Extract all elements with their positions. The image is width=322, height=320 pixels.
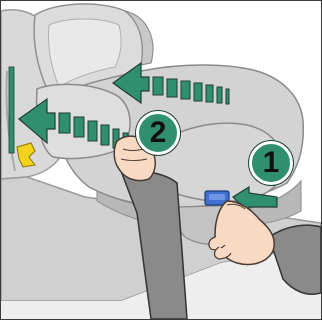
upper-push-arrow — [111, 61, 230, 105]
step-2-badge: 2 — [136, 111, 180, 155]
step-1-badge: 1 — [249, 141, 293, 185]
right-arm — [208, 200, 321, 295]
yellow-isofix-connector-icon — [16, 142, 36, 168]
isofix-rail — [8, 66, 15, 154]
blue-release-button — [204, 190, 230, 206]
